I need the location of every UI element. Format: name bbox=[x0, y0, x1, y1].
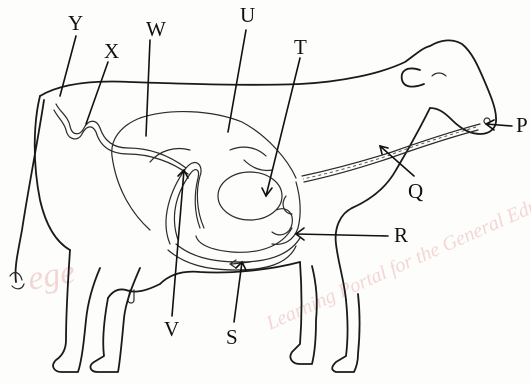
rumen-flow-arrow-1 bbox=[230, 147, 266, 156]
cow-tail bbox=[15, 100, 44, 282]
pointer-W bbox=[146, 40, 150, 136]
cow-outline bbox=[10, 40, 496, 372]
label-R: R bbox=[394, 223, 408, 247]
cow-head bbox=[430, 40, 496, 134]
small-intestine-upper bbox=[176, 238, 300, 262]
duodenum-loop bbox=[283, 196, 292, 214]
pointer-V bbox=[172, 170, 184, 316]
pointer-U bbox=[228, 30, 246, 132]
cow-ear bbox=[402, 68, 424, 86]
reticulum-outline bbox=[272, 182, 300, 244]
label-S: S bbox=[226, 325, 238, 349]
cow-hind-leg-near bbox=[91, 268, 140, 372]
watermark: Learning Portal for the General Educatio… bbox=[25, 174, 531, 335]
oesophagus-upper bbox=[302, 124, 480, 176]
cow-tail-switch bbox=[10, 273, 24, 289]
pointer-R bbox=[296, 234, 388, 236]
label-T: T bbox=[294, 35, 307, 59]
omasum-outline bbox=[272, 209, 292, 235]
cow-eye bbox=[432, 73, 446, 76]
abomasum-outline bbox=[196, 228, 292, 252]
rumen-flow-arrow-2 bbox=[244, 160, 272, 171]
label-P: P bbox=[516, 113, 528, 137]
pointer-Y bbox=[60, 36, 76, 96]
cow-belly bbox=[160, 262, 300, 284]
pointer-P bbox=[486, 124, 512, 126]
label-V: V bbox=[164, 317, 179, 341]
rectum-wavy bbox=[56, 104, 100, 134]
label-Q: Q bbox=[408, 179, 423, 203]
pointer-X bbox=[86, 62, 108, 124]
label-W: W bbox=[146, 17, 166, 41]
pointers bbox=[60, 30, 512, 322]
rumen-flow-arrow-3 bbox=[150, 149, 190, 163]
label-Y: Y bbox=[68, 11, 83, 35]
label-X: X bbox=[104, 39, 119, 63]
label-U: U bbox=[240, 3, 255, 27]
reticulum-chamber bbox=[218, 172, 282, 220]
colon-to-rectum-lower bbox=[96, 132, 188, 174]
watermark-text: Learning Portal for the General Educatio… bbox=[262, 174, 531, 335]
labels: Y X W U T P Q R V S bbox=[68, 3, 528, 349]
cow-rump bbox=[35, 96, 70, 250]
